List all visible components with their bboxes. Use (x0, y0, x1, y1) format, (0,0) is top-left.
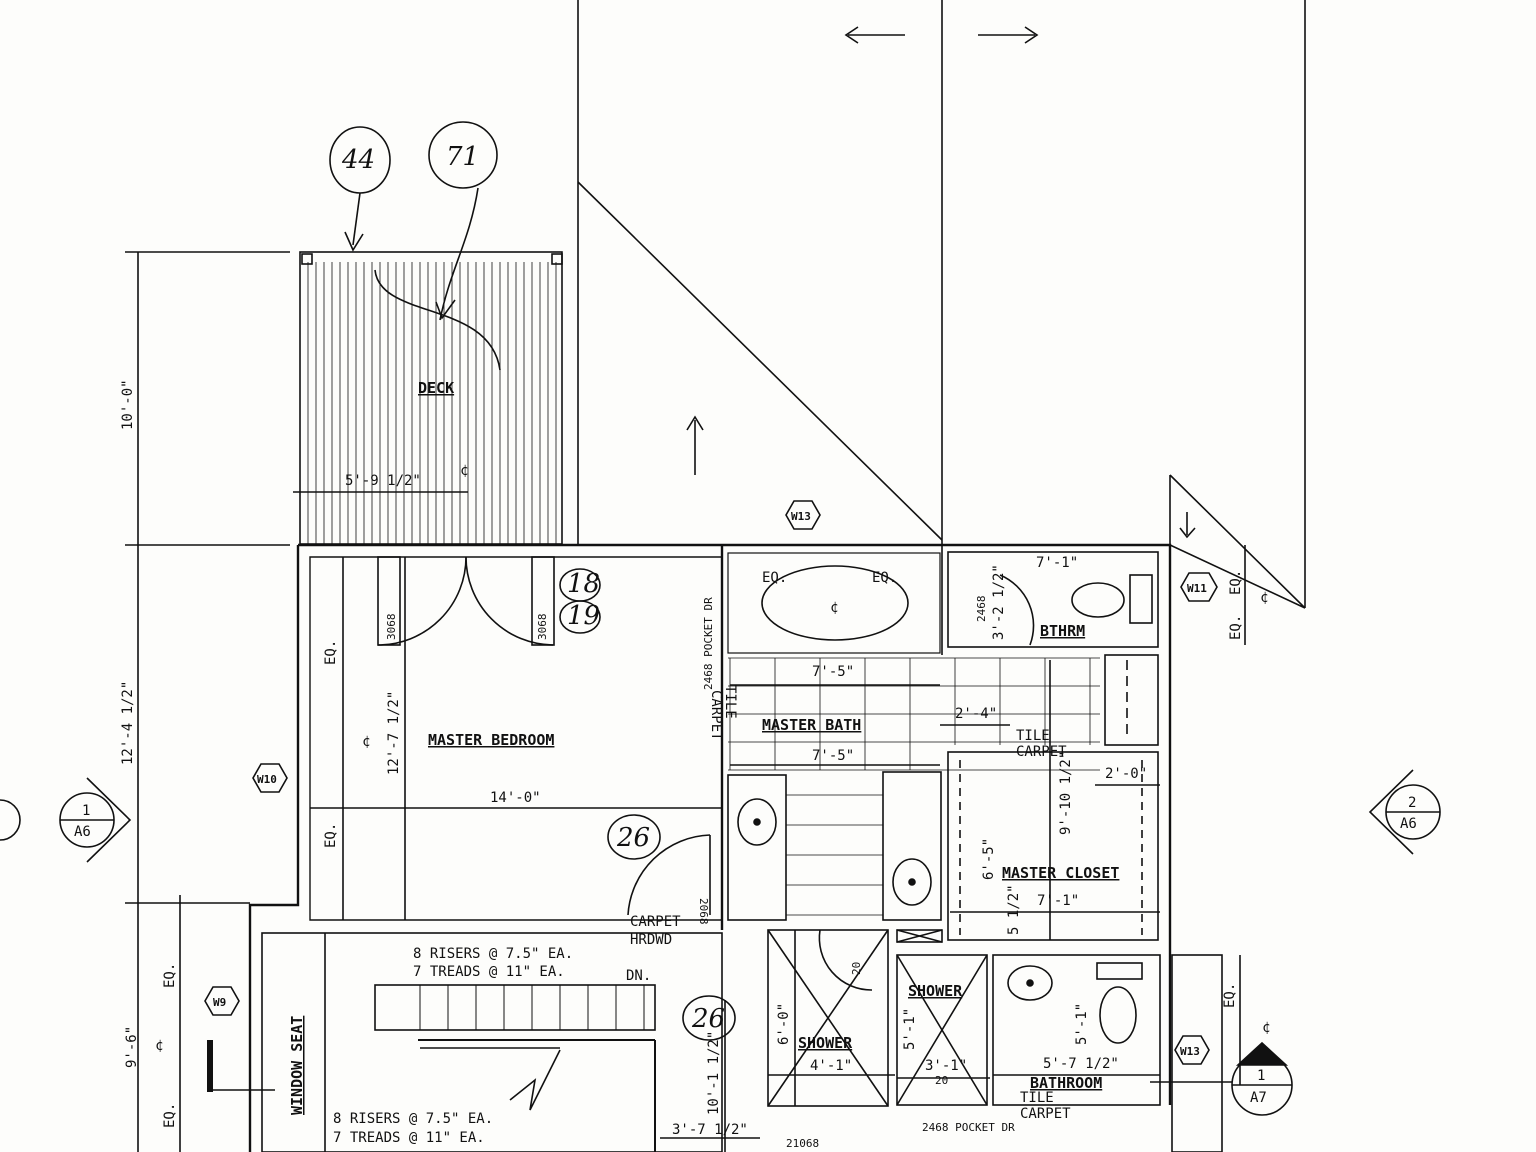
handwritten-note: 18 (567, 569, 600, 599)
centerline: ¢ (1262, 1020, 1270, 1036)
dim-bath-top: 7'-5" (812, 664, 854, 680)
door-label: 3068 (536, 614, 549, 641)
room-bathroom: BATHROOM (1030, 1074, 1102, 1092)
section-mark-sheet: A7 (1250, 1090, 1267, 1106)
floor-hrdwd: HRDWD (630, 932, 672, 948)
section-mark-number: 2 (1408, 795, 1416, 811)
eq-label: EQ. (1228, 615, 1244, 640)
section-mark-number: 1 (82, 803, 90, 819)
dim-closet-small: 5 1/2" (1006, 884, 1022, 935)
centerline: ¢ (460, 463, 468, 479)
window-tag: W10 (257, 773, 277, 786)
floor-tile: TILE (1020, 1090, 1054, 1106)
eq-label: EQ. (1222, 983, 1238, 1008)
stair-down: DN. (626, 968, 651, 984)
dim-bathroom-width: 5'-7 1/2" (1043, 1056, 1119, 1072)
handwritten-note: 44 (341, 145, 375, 175)
door-label: 21068 (786, 1137, 819, 1150)
dim-closet-height: 9'-10 1/2" (1058, 751, 1074, 835)
dim-closet-width: 7'-1" (1037, 893, 1079, 909)
section-mark-sheet: A6 (1400, 816, 1417, 832)
dim-deck-half: 5'-9 1/2" (345, 473, 421, 489)
dim-closet-shelf: 2'-0" (1105, 766, 1147, 782)
pocket-door-label: 2468 POCKET DR (922, 1121, 1015, 1134)
handwritten-note: 26 (691, 1004, 725, 1034)
room-window-seat: WINDOW SEAT (288, 1016, 306, 1115)
handwritten-note: 71 (446, 142, 479, 172)
dim-closet-inner: 6'-5" (981, 838, 997, 880)
window-tag: W11 (1187, 582, 1207, 595)
room-master-bath: MASTER BATH (762, 716, 861, 734)
dim-shower2-width: 3'-1" (925, 1058, 967, 1074)
door-label: 2068 (697, 898, 710, 925)
room-shower-right: SHOWER (908, 982, 963, 1000)
door-label: 3068 (385, 614, 398, 641)
pocket-door-label: 2468 POCKET DR (702, 597, 715, 690)
window-tag: W13 (1180, 1045, 1200, 1058)
room-master-bedroom: MASTER BEDROOM (428, 731, 554, 749)
room-shower-left: SHOWER (798, 1034, 853, 1052)
shower-seat-dim: 20 (850, 962, 863, 975)
door-label: 2468 (975, 596, 988, 623)
eq-label: EQ. (762, 570, 787, 586)
handwritten-note: 19 (567, 601, 600, 631)
stair-note: 8 RISERS @ 7.5" EA. (413, 946, 573, 962)
window-tag: W9 (213, 996, 226, 1009)
section-mark-sheet: A6 (74, 824, 91, 840)
eq-label: EQ. (162, 963, 178, 988)
floor-tile: TILE (722, 685, 738, 719)
eq-label: EQ. (323, 640, 339, 665)
dim-bedroom-width: 14'-0" (490, 790, 541, 806)
dim-shower-height: 6'-0" (776, 1003, 792, 1045)
centerline: ¢ (155, 1038, 163, 1054)
dim-bath-bottom: 7'-5" (812, 748, 854, 764)
floor-carpet: CARPET (630, 914, 681, 930)
stair-note: 7 TREADS @ 11" EA. (413, 964, 565, 980)
dim-bathroom-height: 5'-1" (1074, 1003, 1090, 1045)
room-deck: DECK (418, 379, 454, 397)
centerline: ¢ (1260, 590, 1268, 606)
floor-carpet: CARPET (1016, 744, 1067, 760)
dim-bedroom-height: 12'-4 1/2" (120, 681, 136, 765)
dim-hall-height: 10'-1 1/2" (706, 1031, 722, 1115)
eq-label: EQ. (323, 823, 339, 848)
eq-label: EQ. (872, 570, 897, 586)
room-master-closet: MASTER CLOSET (1002, 864, 1119, 882)
dim-bthrm-height: 3'-2 1/2" (991, 564, 1007, 640)
dim-shower2-height: 5'-1" (902, 1008, 918, 1050)
eq-label: EQ. (162, 1103, 178, 1128)
stair-note: 8 RISERS @ 7.5" EA. (333, 1111, 493, 1127)
section-mark-number: 1 (1257, 1068, 1265, 1084)
floor-tile: TILE (1016, 728, 1050, 744)
dim-bedroom-inner: 12'-7 1/2" (386, 691, 402, 775)
dim-bath-offset: 2'-4" (955, 706, 997, 722)
handwritten-note: 26 (616, 823, 650, 853)
dim-bthrm-width: 7'-1" (1036, 555, 1078, 571)
stair-note: 7 TREADS @ 11" EA. (333, 1130, 485, 1146)
dim-hall-width: 3'-7 1/2" (672, 1122, 748, 1138)
dim-shower-width: 4'-1" (810, 1058, 852, 1074)
window-tag: W13 (791, 510, 811, 523)
room-bthrm: BTHRM (1040, 622, 1085, 640)
centerline: ¢ (830, 600, 838, 616)
dim-stair-height: 9'-6" (124, 1026, 140, 1068)
floor-carpet: CARPET (708, 690, 724, 741)
floor-carpet: CARPET (1020, 1106, 1071, 1122)
centerline: ¢ (362, 734, 370, 750)
shower-seat-dim: 20 (935, 1074, 948, 1087)
eq-label: EQ. (1228, 570, 1244, 595)
dim-deck-height: 10'-0" (120, 379, 136, 430)
